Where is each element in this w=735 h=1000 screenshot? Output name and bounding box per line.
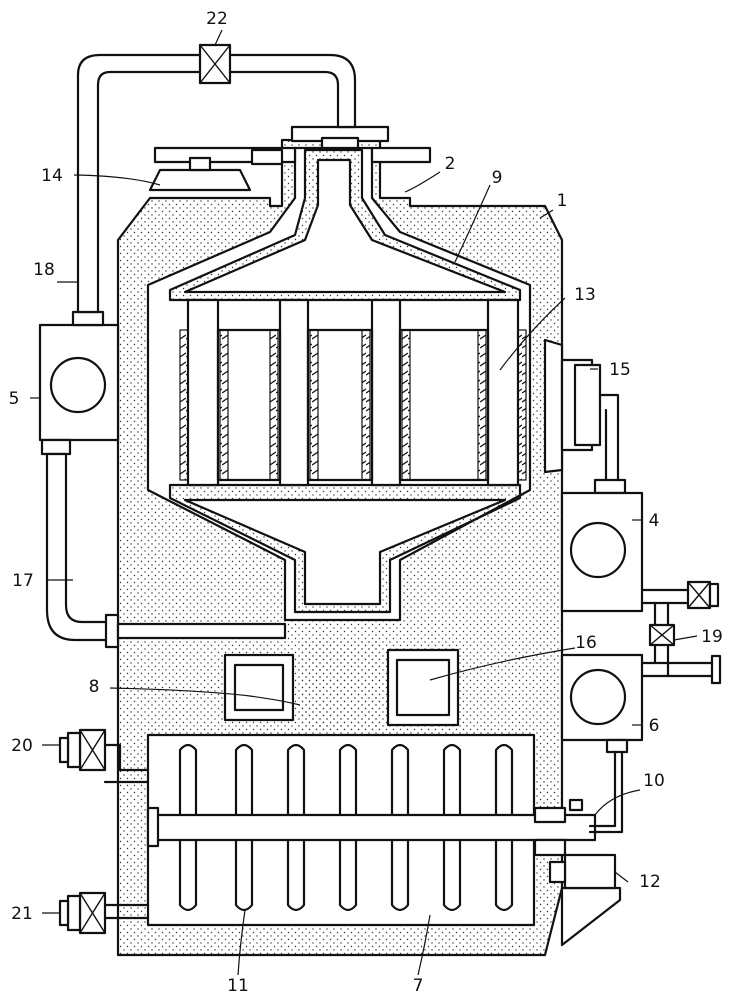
label-18: 18 xyxy=(33,260,55,280)
label-8: 8 xyxy=(89,677,100,697)
pipe-15-4 xyxy=(598,393,620,482)
label-5: 5 xyxy=(9,389,20,409)
lower-cone-inner xyxy=(183,498,507,606)
motor-shaft-box xyxy=(250,148,284,166)
side-window xyxy=(543,338,564,474)
bottom-motor xyxy=(563,853,617,890)
top-motor xyxy=(148,168,252,192)
label-12: 12 xyxy=(639,872,661,892)
left-compartment-inner xyxy=(233,663,285,712)
shaft-left-cap xyxy=(146,806,160,848)
part-labels: 22 14 2 9 1 18 13 15 5 4 17 19 16 8 6 20… xyxy=(9,9,723,996)
label-22: 22 xyxy=(206,9,228,29)
motor-base xyxy=(560,886,622,947)
leader-lines xyxy=(30,29,698,976)
pipe-17-inner xyxy=(116,622,287,640)
label-15: 15 xyxy=(609,360,631,380)
label-17: 17 xyxy=(12,571,34,591)
label-19: 19 xyxy=(701,627,723,647)
pump-4-top-fitting xyxy=(593,478,627,495)
motor-cap xyxy=(188,156,212,172)
label-13: 13 xyxy=(574,285,596,305)
upper-cone-inner xyxy=(183,158,507,294)
label-6: 6 xyxy=(649,716,660,736)
label-2: 2 xyxy=(445,154,456,174)
left-pump-bottom-fitting xyxy=(40,438,72,456)
label-4: 4 xyxy=(649,511,660,531)
label-10: 10 xyxy=(643,771,665,791)
label-7: 7 xyxy=(413,976,424,996)
right-unit-6-dial xyxy=(569,668,627,726)
right-pump-4-dial xyxy=(569,521,627,579)
label-21: 21 xyxy=(11,904,33,924)
right-compartment-inner xyxy=(395,658,451,717)
pipe-18 xyxy=(76,53,357,314)
top-flange-inner xyxy=(320,136,360,150)
heating-coils xyxy=(178,743,514,912)
label-16: 16 xyxy=(575,633,597,653)
label-20: 20 xyxy=(11,736,33,756)
filter-columns xyxy=(179,298,527,487)
pipe-17-flange xyxy=(104,613,120,649)
pipe-17 xyxy=(45,452,110,642)
right-unit-15-cap xyxy=(573,363,602,447)
label-9: 9 xyxy=(492,168,503,188)
left-pump-dial xyxy=(49,356,107,414)
left-pump-top-fitting xyxy=(71,310,105,327)
label-1: 1 xyxy=(557,191,568,211)
top-plate-right xyxy=(370,146,432,164)
horizontal-shaft xyxy=(153,813,597,842)
label-11: 11 xyxy=(227,976,249,996)
label-14: 14 xyxy=(41,166,63,186)
bottom-motor-end xyxy=(548,860,567,884)
